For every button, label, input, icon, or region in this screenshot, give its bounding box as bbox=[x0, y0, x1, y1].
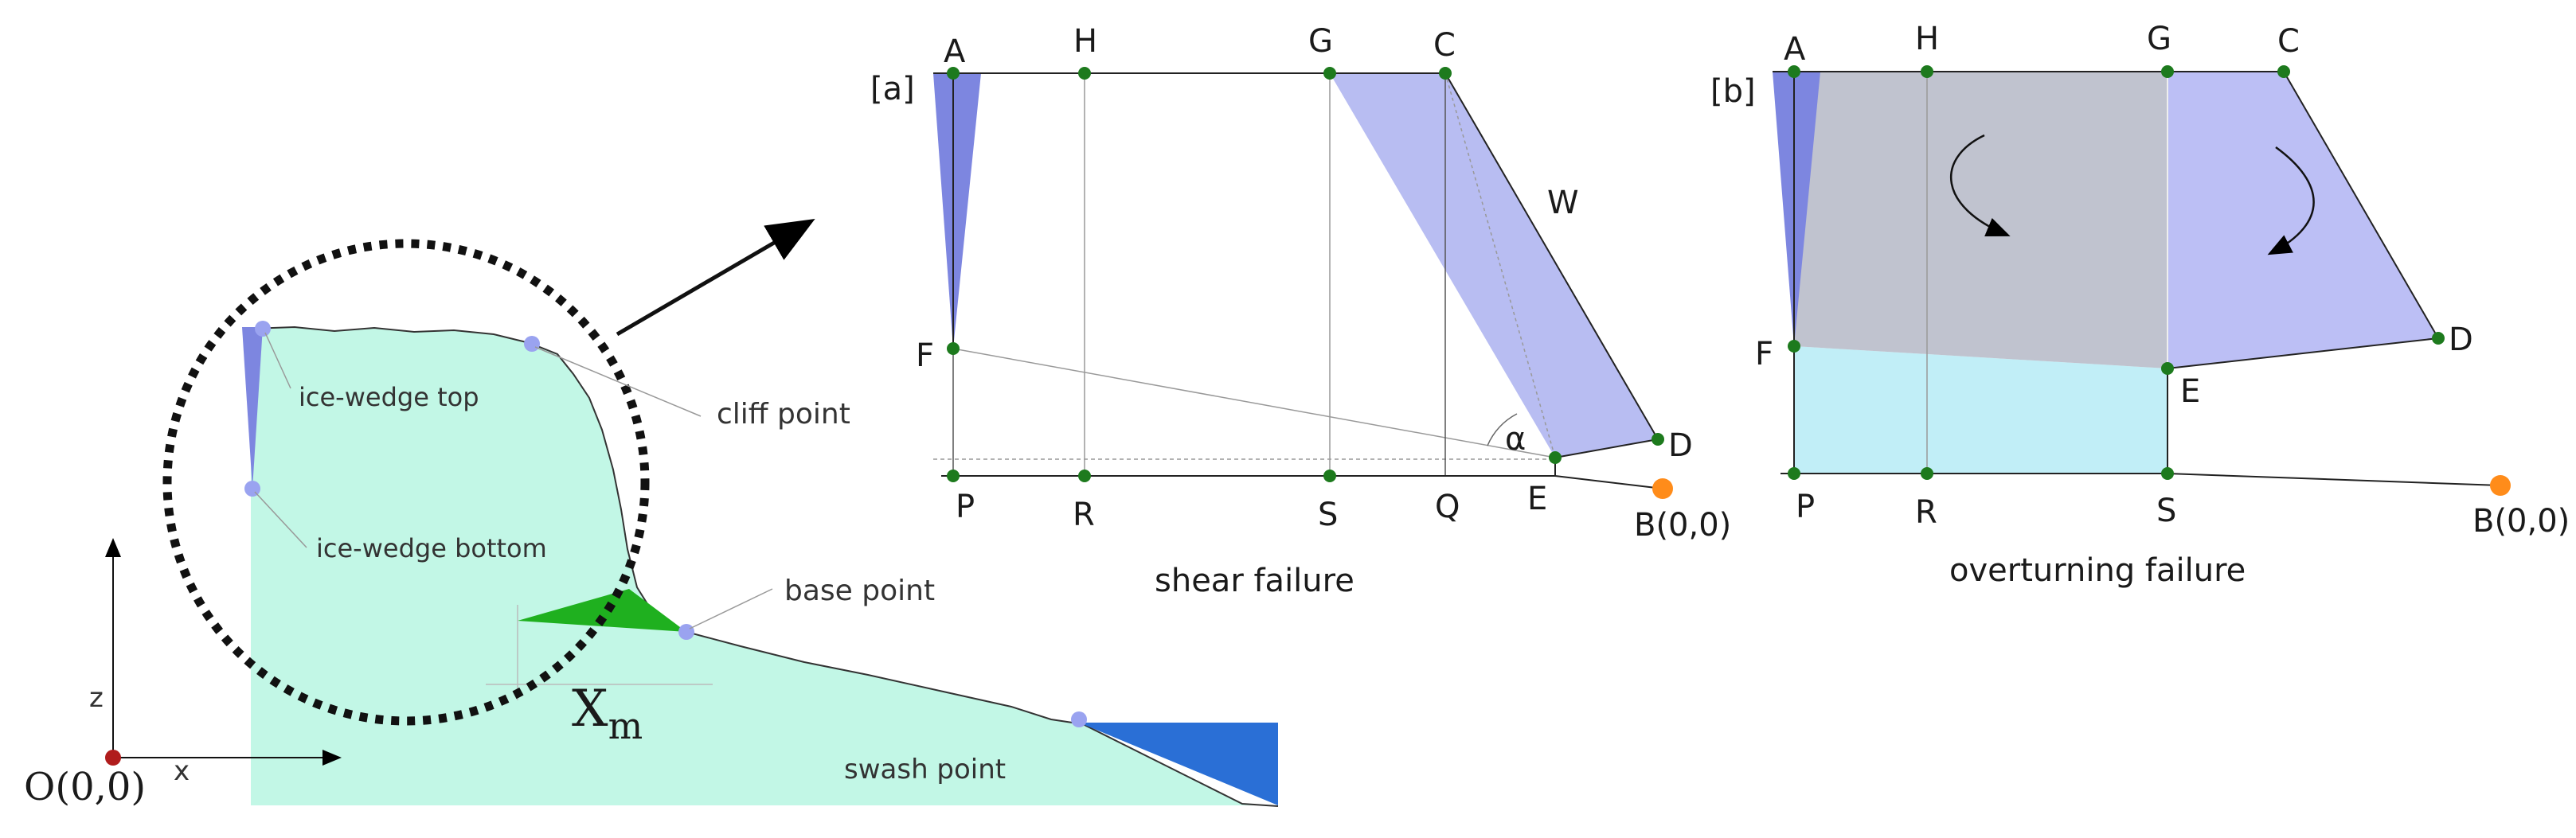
panel-a-node-D bbox=[1652, 433, 1664, 446]
base-point-leader bbox=[689, 588, 773, 629]
overturn-upper-block bbox=[1794, 72, 2168, 368]
panel-a-node-R bbox=[1078, 470, 1091, 482]
panel-a-outline bbox=[933, 72, 1663, 489]
panel-b-label-S: S bbox=[2156, 493, 2176, 529]
panel-b-label-A: A bbox=[1784, 31, 1806, 68]
origin-label: O(0,0) bbox=[24, 765, 146, 809]
overview-profile: Xm x z O(0,0) ice-wedge top ice-wedge bo… bbox=[24, 218, 1279, 809]
panel-a-node-G bbox=[1323, 67, 1336, 80]
panel-b-tag: [b] bbox=[1710, 73, 1756, 110]
x-axis-label: x bbox=[174, 755, 190, 787]
panel-a-label-F: F bbox=[916, 337, 934, 374]
panel-b-ice-wedge bbox=[1773, 72, 1820, 346]
panel-a-tag: [a] bbox=[870, 71, 915, 107]
panel-a-label-C: C bbox=[1433, 27, 1456, 64]
cliff-point-label: cliff point bbox=[717, 398, 850, 431]
overturn-lower-block bbox=[1794, 346, 2168, 474]
ice-wedge-bottom-label: ice-wedge bottom bbox=[316, 533, 547, 563]
panel-a-label-R: R bbox=[1073, 497, 1095, 533]
panel-a-shear: [a] A H G C W F α D E P R S Q B(0,0) she… bbox=[870, 23, 1731, 599]
panel-a-node-E bbox=[1549, 451, 1562, 464]
panel-b-pivot-label: B(0,0) bbox=[2472, 503, 2570, 540]
panel-b-node-F bbox=[1788, 340, 1800, 353]
panel-a-label-H: H bbox=[1073, 23, 1097, 60]
rotation-arrow-landward bbox=[1950, 134, 2011, 237]
panel-a-node-F bbox=[947, 342, 960, 355]
base-point-marker bbox=[678, 624, 694, 640]
panel-a-label-W: W bbox=[1547, 185, 1579, 221]
panel-b-label-E: E bbox=[2180, 373, 2200, 410]
base-point-label: base point bbox=[784, 575, 935, 607]
panel-b-label-F: F bbox=[1755, 336, 1773, 372]
panel-b-label-D: D bbox=[2449, 322, 2473, 358]
panel-b-node-C bbox=[2277, 65, 2290, 78]
z-axis-label: z bbox=[89, 682, 104, 714]
ice-wedge-top-marker bbox=[255, 321, 271, 337]
panel-a-node-C bbox=[1439, 67, 1452, 80]
cliff-point-marker bbox=[524, 336, 540, 352]
cliff-point-leader bbox=[534, 346, 702, 417]
panel-b-label-G: G bbox=[2147, 21, 2171, 57]
xm-label: Xm bbox=[572, 680, 643, 747]
panel-a-nodes bbox=[947, 67, 1664, 482]
panel-b-node-G bbox=[2161, 65, 2174, 78]
notch-wedge bbox=[518, 589, 686, 632]
origin-point bbox=[105, 750, 121, 766]
sea-wedge bbox=[1079, 723, 1278, 805]
panel-a-label-P: P bbox=[956, 489, 975, 525]
panel-a-pivot-label: B(0,0) bbox=[1634, 507, 1731, 544]
ice-wedge-top-leader bbox=[264, 332, 291, 389]
panel-b-pivot-B bbox=[2490, 475, 2511, 496]
panel-a-label-Q: Q bbox=[1435, 489, 1460, 525]
ice-wedge-bottom-marker bbox=[244, 481, 260, 497]
panel-b-label-P: P bbox=[1796, 489, 1815, 525]
panel-a-pivot-B bbox=[1652, 478, 1673, 499]
swash-point-label: swash point bbox=[844, 754, 1006, 785]
panel-b-nodes bbox=[1788, 65, 2445, 480]
panel-b-node-S bbox=[2161, 467, 2174, 480]
panel-b-node-P bbox=[1788, 467, 1800, 480]
ice-wedge-bottom-leader bbox=[254, 491, 307, 548]
cliff-body bbox=[251, 327, 1278, 806]
panel-b-node-H bbox=[1921, 65, 1933, 78]
panel-b-overturning: [b] A H G C F D E P R S B(0,0) overturni… bbox=[1710, 21, 2570, 589]
panel-a-label-S: S bbox=[1318, 497, 1338, 533]
panel-a-label-G: G bbox=[1308, 23, 1333, 60]
zoom-circle bbox=[162, 239, 650, 726]
panel-a-label-A: A bbox=[944, 33, 966, 70]
panel-a-node-A bbox=[947, 67, 960, 80]
ice-wedge-top-label: ice-wedge top bbox=[299, 382, 479, 412]
rotation-arrow-seaward bbox=[2267, 146, 2315, 255]
shear-block bbox=[1330, 73, 1658, 458]
panel-a-title: shear failure bbox=[1155, 563, 1354, 599]
panel-a-ice-wedge bbox=[933, 73, 981, 349]
swash-point-marker bbox=[1071, 711, 1087, 727]
panel-b-node-A bbox=[1788, 65, 1800, 78]
overturn-seaward-block bbox=[2168, 72, 2438, 368]
panel-a-guides bbox=[933, 72, 1556, 476]
panel-b-title: overturning failure bbox=[1949, 552, 2246, 589]
panel-a-label-alpha: α bbox=[1505, 421, 1526, 458]
panel-a-node-P bbox=[947, 470, 960, 482]
panel-b-outline bbox=[1773, 71, 2501, 486]
cliff-profile-line bbox=[250, 325, 1279, 807]
panel-a-label-E: E bbox=[1527, 481, 1547, 517]
panel-b-node-D bbox=[2432, 332, 2445, 345]
panel-b-node-R bbox=[1921, 467, 1933, 480]
panel-b-node-E bbox=[2161, 362, 2174, 375]
panel-b-label-C: C bbox=[2277, 23, 2300, 60]
panel-a-node-H bbox=[1078, 67, 1091, 80]
ice-wedge bbox=[242, 327, 263, 489]
panel-b-label-R: R bbox=[1915, 494, 1937, 531]
panel-a-node-S bbox=[1323, 470, 1336, 482]
alpha-arc bbox=[1487, 413, 1518, 446]
panel-a-label-D: D bbox=[1668, 427, 1693, 464]
panel-b-label-H: H bbox=[1915, 21, 1939, 57]
zoom-arrow bbox=[616, 218, 815, 337]
